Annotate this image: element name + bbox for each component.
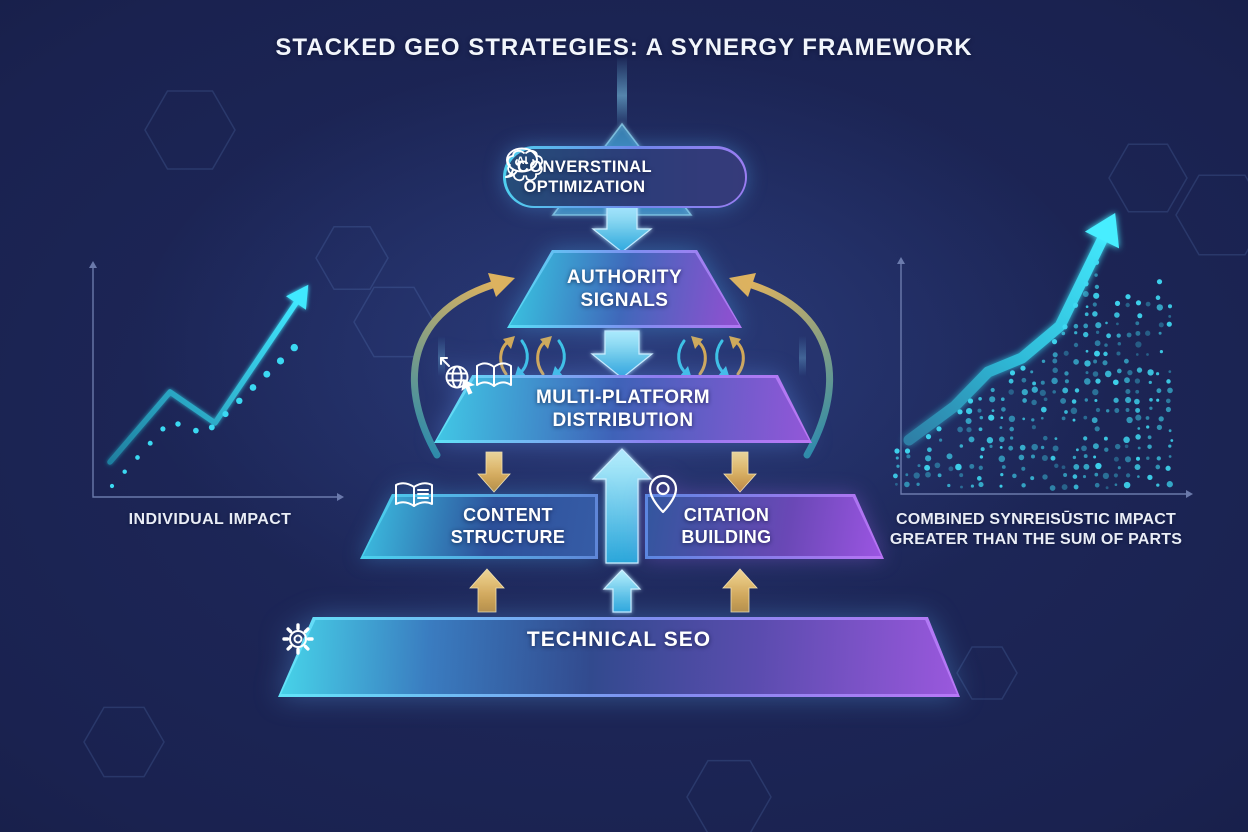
- right-arc-arrow: [748, 281, 834, 459]
- node-fill: [281, 620, 957, 694]
- node-label: MULTI-PLATFORM DISTRIBUTION: [535, 386, 711, 431]
- node-fill: [437, 378, 809, 440]
- node-label: CONVERSTINAL OPTIMIZATION: [517, 157, 652, 196]
- open-book-icon: [476, 362, 512, 387]
- node-citation-building: CITATION BUILDING: [645, 474, 884, 559]
- node-conversational-optimization: AI CONVERSTINAL OPTIMIZATION: [503, 146, 747, 208]
- block-up-arrow: [591, 448, 653, 564]
- block-down-arrow: [723, 451, 757, 493]
- block-up-arrow: [722, 568, 758, 613]
- flow-arrows: [469, 204, 758, 613]
- block-down-arrow: [590, 330, 654, 379]
- node-label: CITATION BUILDING: [681, 504, 772, 547]
- svg-text:AI: AI: [517, 155, 528, 167]
- node-multi-platform-distribution: MULTI-PLATFORM DISTRIBUTION: [434, 357, 812, 443]
- combined-impact-chart: [892, 213, 1193, 498]
- brain-icon: [506, 149, 544, 182]
- left-chart-caption: INDIVIDUAL IMPACT: [128, 511, 292, 528]
- block-down-arrow: [477, 451, 511, 493]
- node-technical-seo: TECHNICAL SEO: [278, 617, 960, 697]
- node-authority-signals: AUTHORITY SIGNALS: [507, 250, 742, 328]
- node-content-structure: CONTENT STRUCTURE: [360, 482, 598, 559]
- right-chart-caption: COMBINED SYNREISŪSTIC IMPACT GREATER THA…: [889, 511, 1183, 548]
- block-down-arrow: [591, 204, 653, 253]
- individual-impact-chart: [89, 261, 344, 501]
- book-lines-icon: [395, 482, 433, 507]
- node-label: AUTHORITY SIGNALS: [566, 266, 683, 311]
- gear-icon: [282, 623, 314, 655]
- node-label: TECHNICAL SEO: [526, 628, 712, 651]
- node-label: CONTENT STRUCTURE: [450, 504, 566, 547]
- node-fill: [505, 148, 745, 206]
- node-fill: [363, 497, 595, 556]
- location-pin-icon: [648, 474, 678, 514]
- block-up-arrow: [469, 568, 505, 613]
- globe-share-icon: [440, 357, 475, 395]
- node-fill: [510, 253, 739, 325]
- block-up-arrow: [602, 569, 642, 613]
- page-title: STACKED GEO STRATEGIES: A SYNERGY FRAMEW…: [275, 34, 973, 61]
- feedback-arc-arrows: [410, 273, 834, 459]
- left-arc-arrow: [410, 281, 496, 459]
- node-fill: [648, 497, 881, 556]
